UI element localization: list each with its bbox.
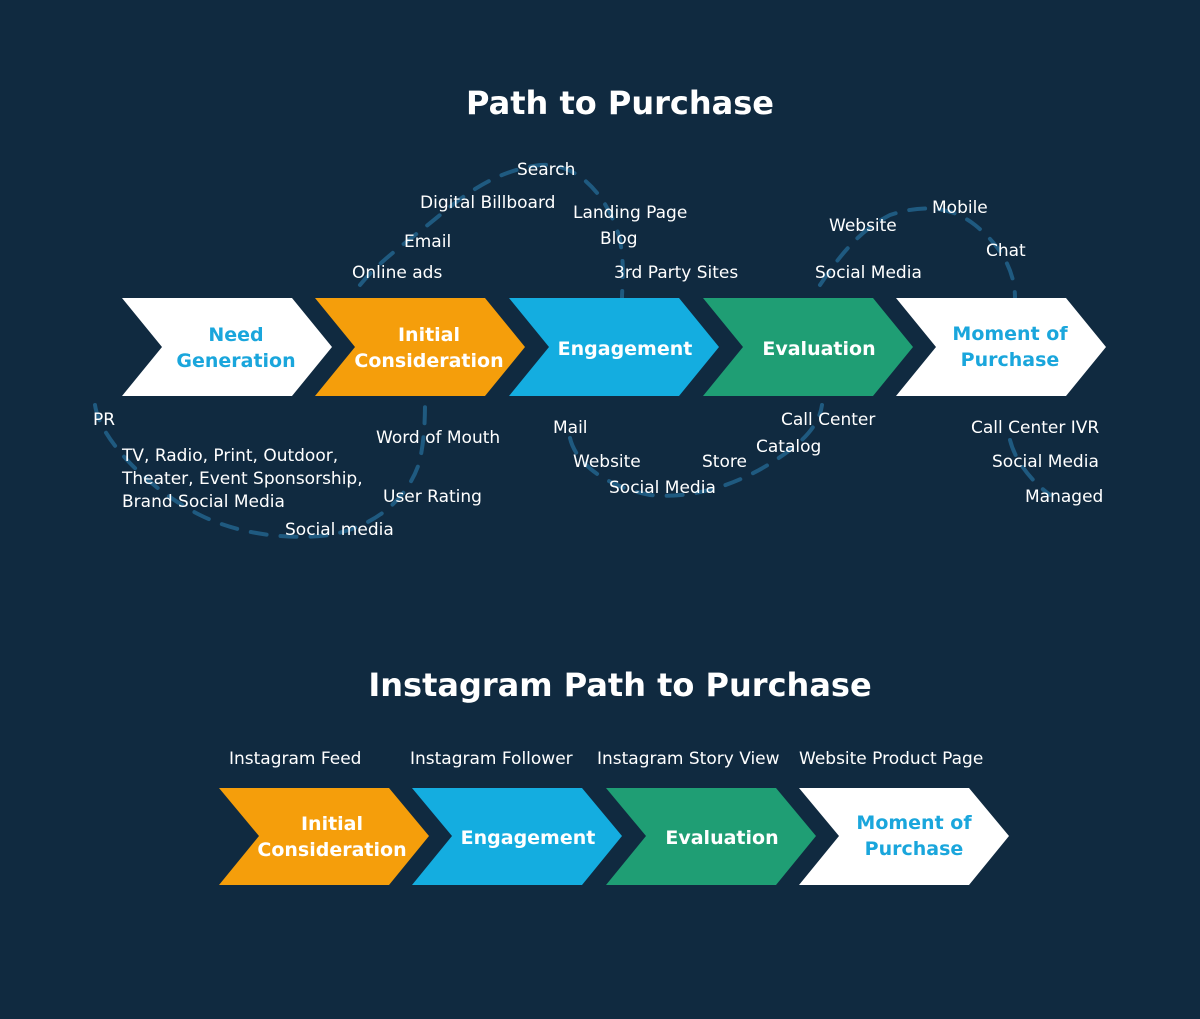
touchpoint-label: TV, Radio, Print, Outdoor, xyxy=(121,446,338,466)
touchpoint-label: Website xyxy=(573,452,641,472)
stage-label-line: Engagement xyxy=(558,338,693,360)
touchpoint-label: Mobile xyxy=(932,198,988,218)
stage-label-line: Evaluation xyxy=(762,338,875,360)
touchpoint-label: Word of Mouth xyxy=(376,428,500,448)
touchpoint-label: Email xyxy=(404,232,451,252)
touchpoint-label: Search xyxy=(517,160,575,180)
instagram-section-title: Instagram Path to Purchase xyxy=(368,666,872,704)
stage-label-line: Purchase xyxy=(865,838,964,860)
touchpoint-label: User Rating xyxy=(383,487,482,507)
stage-evaluation: Evaluation xyxy=(703,298,913,396)
dashed-path-bottom-left xyxy=(93,396,427,539)
stage-label-line: Purchase xyxy=(961,349,1060,371)
stage-label-line: Need xyxy=(208,324,263,346)
instagram-stage-engagement: Engagement Instagram Follower xyxy=(410,749,622,885)
touchpoint-label: Instagram Feed xyxy=(229,749,361,769)
dashed-path-bottom-middle xyxy=(568,403,824,498)
stage-need-generation: Need Generation xyxy=(122,298,332,396)
touchpoint-label: Digital Billboard xyxy=(420,193,555,213)
stage-label-line: Moment of xyxy=(952,323,1068,345)
touchpoint-label: Website Product Page xyxy=(799,749,983,769)
instagram-stage-chevrons: Initial Consideration Instagram Feed Eng… xyxy=(219,749,1009,885)
touchpoint-label: Mail xyxy=(553,418,588,438)
touchpoint-label: Online ads xyxy=(352,263,442,283)
instagram-stage-initial-consideration: Initial Consideration Instagram Feed xyxy=(219,749,429,885)
touchpoint-label: Call Center xyxy=(781,410,875,430)
stage-label-line: Evaluation xyxy=(665,827,778,849)
touchpoint-label: 3rd Party Sites xyxy=(614,263,738,283)
stage-engagement: Engagement xyxy=(509,298,719,396)
touchpoints-above: Search Digital Billboard Email Online ad… xyxy=(352,160,1026,283)
touchpoint-label: Store xyxy=(702,452,747,472)
dashed-path-top-initial xyxy=(358,162,625,300)
stage-label-line: Consideration xyxy=(354,350,503,372)
touchpoint-label: Social Media xyxy=(992,452,1099,472)
touchpoint-label: Instagram Story View xyxy=(597,749,780,769)
touchpoint-label: Theater, Event Sponsorship, xyxy=(121,469,363,489)
stage-label-line: Generation xyxy=(176,350,295,372)
dashed-journey-paths xyxy=(93,162,1052,539)
stage-label-line: Initial xyxy=(398,324,460,346)
touchpoint-label: Instagram Follower xyxy=(410,749,573,769)
touchpoint-label: Social Media xyxy=(815,263,922,283)
touchpoint-label: Managed xyxy=(1025,487,1103,507)
stage-label-line: Initial xyxy=(301,813,363,835)
touchpoint-label: Chat xyxy=(986,241,1026,261)
touchpoint-label: Social media xyxy=(285,520,394,540)
touchpoint-label: Landing Page xyxy=(573,203,687,223)
stage-moment-of-purchase: Moment of Purchase xyxy=(896,298,1106,396)
touchpoint-label: Catalog xyxy=(756,437,821,457)
instagram-stage-evaluation: Evaluation Instagram Story View xyxy=(597,749,816,885)
stage-initial-consideration: Initial Consideration xyxy=(315,298,525,396)
touchpoints-below: PR TV, Radio, Print, Outdoor, Theater, E… xyxy=(93,410,1103,540)
stage-label-line: Moment of xyxy=(856,812,972,834)
touchpoint-label: Blog xyxy=(600,229,638,249)
touchpoint-label: Call Center IVR xyxy=(971,418,1099,438)
instagram-stage-moment-of-purchase: Moment of Purchase Website Product Page xyxy=(799,749,1009,885)
stage-label-line: Engagement xyxy=(461,827,596,849)
stage-label-line: Consideration xyxy=(257,839,406,861)
main-stage-chevrons: Need Generation Initial Consideration En… xyxy=(122,298,1106,396)
touchpoint-label: Social Media xyxy=(609,478,716,498)
dashed-path-bottom-right xyxy=(1008,438,1052,497)
touchpoint-label: PR xyxy=(93,410,115,430)
page-title: Path to Purchase xyxy=(466,84,774,122)
touchpoint-label: Website xyxy=(829,216,897,236)
touchpoint-label: Brand Social Media xyxy=(122,492,285,512)
